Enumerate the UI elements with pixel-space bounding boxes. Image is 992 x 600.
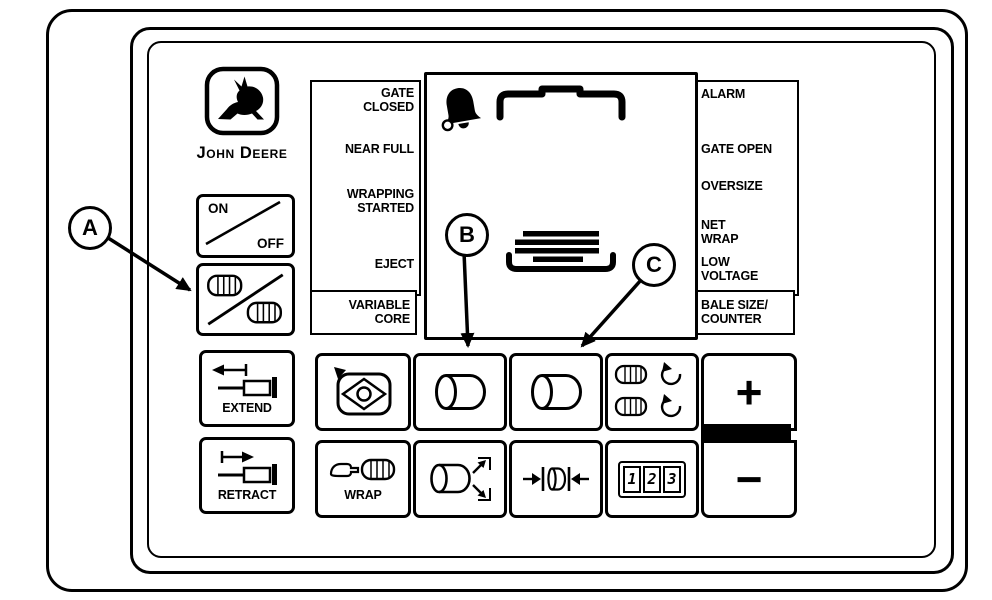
plus-button[interactable]: + (701, 353, 797, 431)
counter-digit: 3 (663, 465, 681, 493)
cylinder-compress-icon (523, 467, 589, 491)
bale-size-counter-label: BALE SIZE/ COUNTER (701, 298, 768, 326)
bale-cylinder-icon (531, 374, 583, 410)
extend-actuator-icon (212, 364, 277, 398)
cylinder-expand-icon (430, 457, 491, 501)
outer-bezel (46, 9, 968, 592)
net-twine-rotation-icon (614, 362, 682, 418)
minus-label: − (735, 453, 763, 505)
right-status-box: ALARM GATE OPEN OVERSIZE NET WRAP LOW VO… (694, 80, 799, 296)
bale-counter-button[interactable]: 1 2 3 (605, 440, 699, 518)
status-label-near-full: NEAR FULL (344, 142, 414, 156)
callout-b: B (445, 213, 489, 257)
wrap-label: WRAP (344, 487, 382, 502)
hand-net-roll-icon (329, 458, 396, 480)
status-label-low-voltage: LOW VOLTAGE (701, 255, 759, 283)
left-status-box: GATE CLOSED NEAR FULL WRAPPING STARTED E… (310, 80, 421, 296)
bale-cylinder-button-left[interactable] (413, 353, 507, 431)
brand-name: John Deere (196, 144, 288, 162)
twine-net-toggle-icon (207, 273, 284, 326)
bale-size-compress-button[interactable] (509, 440, 603, 518)
status-label-alarm: ALARM (701, 87, 746, 101)
alarm-bell-icon (441, 88, 482, 132)
extend-button[interactable]: EXTEND (199, 350, 295, 427)
power-slash-icon (205, 200, 281, 246)
leaping-deer-icon (204, 66, 280, 136)
status-label-gate-open: GATE OPEN (701, 142, 772, 156)
extend-label: EXTEND (222, 401, 272, 415)
minus-button[interactable]: − (701, 440, 797, 518)
counter-digit: 1 (623, 465, 641, 493)
status-label-eject: EJECT (374, 257, 414, 271)
plus-label: + (735, 366, 763, 418)
on-label: ON (208, 201, 229, 216)
wrap-material-toggle-button[interactable] (196, 263, 295, 336)
variable-core-box: VARIABLE CORE (310, 290, 417, 335)
status-label-net-wrap: NET WRAP (701, 218, 739, 246)
retract-button[interactable]: RETRACT (199, 437, 295, 514)
rocker-divider (701, 424, 791, 441)
status-label-oversize: OVERSIZE (701, 179, 763, 193)
callout-a: A (68, 206, 112, 250)
john-deere-logo (203, 64, 281, 138)
net-layers-icon (506, 231, 616, 272)
bale-size-counter-box: BALE SIZE/ COUNTER (694, 290, 795, 335)
off-label: OFF (257, 236, 284, 251)
retract-label: RETRACT (217, 488, 277, 502)
bale-size-expand-button[interactable] (413, 440, 507, 518)
bale-cylinder-button-right[interactable] (509, 353, 603, 431)
wrap-material-select-button[interactable] (605, 353, 699, 431)
variable-core-label: VARIABLE CORE (348, 298, 411, 326)
power-on-off-button[interactable]: ON OFF (196, 194, 295, 258)
panel-face (147, 41, 936, 558)
callout-c: C (632, 243, 676, 287)
status-label-wrapping-started: WRAPPING STARTED (346, 187, 414, 215)
middle-bezel (130, 27, 954, 574)
retract-actuator-icon (218, 451, 277, 485)
wrap-button[interactable]: WRAP (315, 440, 411, 518)
bale-shape-select-button[interactable] (315, 353, 411, 431)
bale-chamber-icon (496, 85, 626, 121)
counter-display-icon: 1 2 3 (618, 460, 686, 498)
counter-digit: 2 (643, 465, 661, 493)
status-label-gate-closed: GATE CLOSED (363, 86, 414, 114)
bale-diamond-icon (334, 367, 392, 416)
bale-cylinder-icon (435, 374, 487, 410)
lcd-display (424, 72, 698, 340)
